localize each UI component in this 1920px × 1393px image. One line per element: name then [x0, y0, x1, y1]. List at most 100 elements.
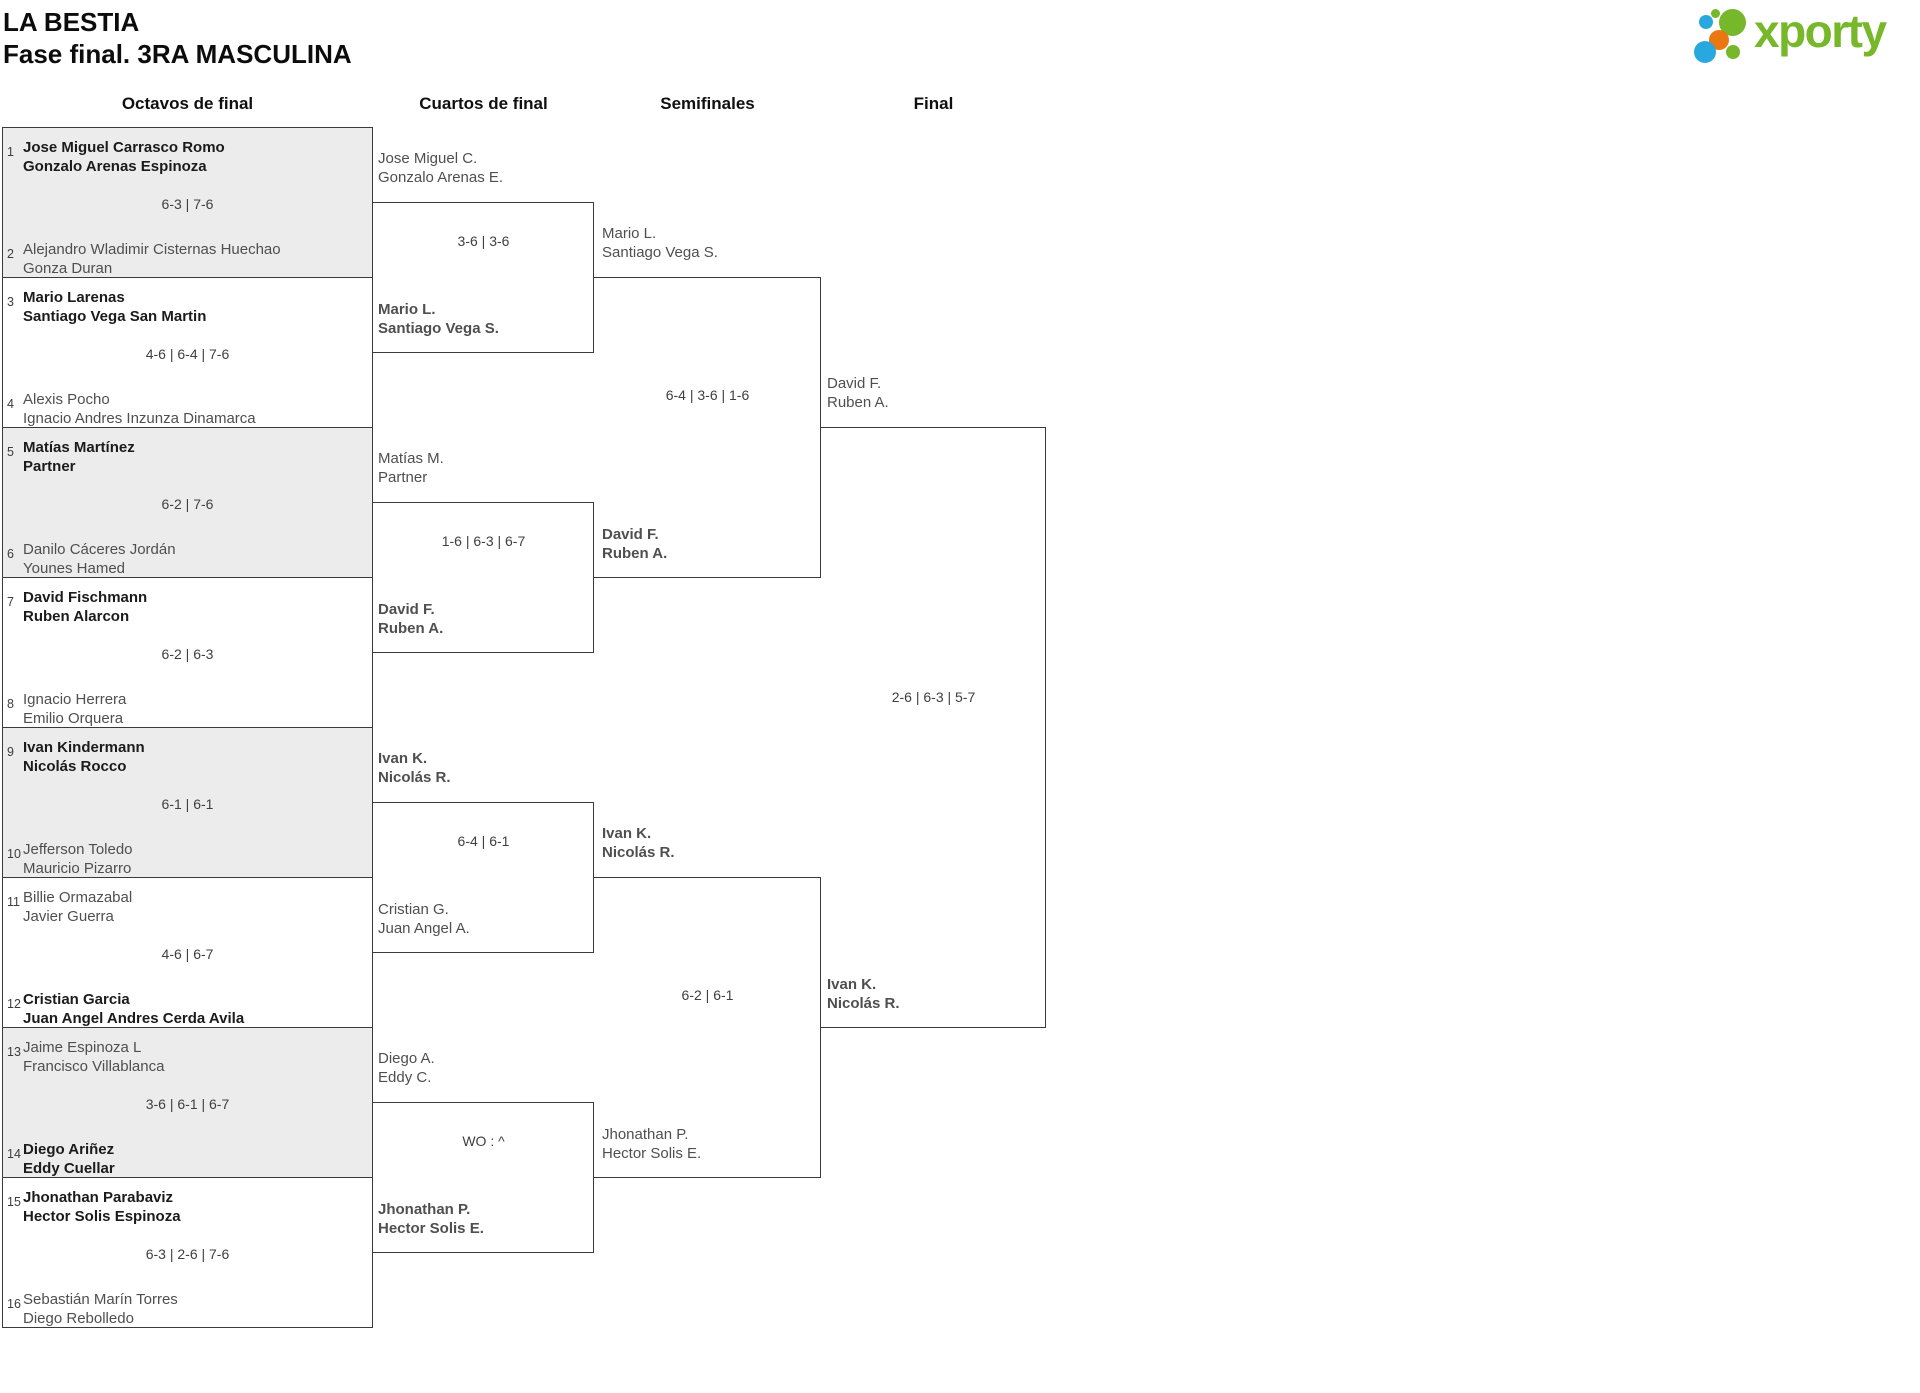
- team-pair: Ignacio Herrera Emilio Orquera: [23, 690, 366, 728]
- player-name: Hector Solis E.: [602, 1145, 702, 1162]
- final-match-box: [821, 427, 1046, 1028]
- team-pair: Diego A. Eddy C.: [378, 1049, 435, 1087]
- player-name: Nicolás R.: [827, 995, 900, 1012]
- seed-number: 13: [7, 1045, 21, 1059]
- player-name: Ivan K.: [378, 750, 428, 767]
- player-name: Jhonathan P.: [378, 1201, 471, 1218]
- player-name: Ignacio Herrera: [23, 691, 127, 708]
- team-pair: Danilo Cáceres Jordán Younes Hamed: [23, 540, 366, 578]
- xporty-logo[interactable]: xporty: [1686, 2, 1920, 70]
- match-score: 4-6 | 6-4 | 7-6: [145, 346, 230, 362]
- player-name: Eddy C.: [378, 1069, 432, 1086]
- team-pair: Sebastián Marín Torres Diego Rebolledo: [23, 1290, 366, 1328]
- player-name: Hector Solis E.: [378, 1220, 484, 1237]
- player-name: Ignacio Andres Inzunza Dinamarca: [23, 410, 256, 427]
- cuartos-match-1-box: [373, 202, 594, 353]
- player-name: Gonza Duran: [23, 260, 113, 277]
- player-name: Juan Angel A.: [378, 920, 470, 937]
- player-name: David F.: [378, 601, 435, 618]
- team-pair: Jose Miguel C. Gonzalo Arenas E.: [378, 149, 503, 187]
- player-name: Jose Miguel Carrasco Romo: [23, 139, 225, 156]
- team-pair: Cristian G. Juan Angel A.: [378, 900, 470, 938]
- match-score: 6-2 | 6-1: [681, 987, 734, 1003]
- player-name: Mario L.: [378, 301, 436, 318]
- round-header-semifinales: Semifinales: [660, 94, 755, 113]
- team-pair: Ivan Kindermann Nicolás Rocco: [23, 738, 366, 776]
- player-name: Nicolás R.: [378, 769, 451, 786]
- match-score: 3-6 | 6-1 | 6-7: [145, 1096, 230, 1112]
- round-header-final: Final: [913, 94, 954, 113]
- seed-number: 14: [7, 1147, 21, 1161]
- player-name: Santiago Vega S.: [602, 244, 718, 261]
- seed-number: 4: [7, 397, 14, 411]
- team-pair: Matías Martínez Partner: [23, 438, 366, 476]
- tournament-name: LA BESTIA: [3, 7, 140, 37]
- round-header-cuartos: Cuartos de final: [419, 94, 548, 113]
- team-pair: David F. Ruben A.: [378, 600, 443, 638]
- player-name: Juan Angel Andres Cerda Avila: [23, 1010, 245, 1027]
- team-pair: Jose Miguel Carrasco Romo Gonzalo Arenas…: [23, 138, 366, 176]
- team-pair: Alejandro Wladimir Cisternas Huechao Gon…: [23, 240, 366, 278]
- player-name: Ivan K.: [827, 976, 877, 993]
- match-score: 3-6 | 3-6: [457, 233, 510, 249]
- team-pair: David Fischmann Ruben Alarcon: [23, 588, 366, 626]
- team-pair: Mario L. Santiago Vega S.: [602, 224, 718, 262]
- player-name: Jose Miguel C.: [378, 150, 478, 167]
- octavos-match-4: 7 David Fischmann Ruben Alarcon 6-2 | 6-…: [2, 577, 373, 728]
- player-name: Younes Hamed: [23, 560, 126, 577]
- match-score: WO : ^: [462, 1133, 505, 1149]
- player-name: Nicolás R.: [602, 844, 675, 861]
- team-pair: Diego Ariñez Eddy Cuellar: [23, 1140, 366, 1178]
- player-name: Nicolás Rocco: [23, 758, 127, 775]
- seed-number: 16: [7, 1297, 21, 1311]
- player-name: David F.: [827, 375, 882, 392]
- semifinal-match-2-box: [594, 877, 821, 1178]
- player-name: Santiago Vega San Martin: [23, 308, 207, 325]
- team-pair: Matías M. Partner: [378, 449, 444, 487]
- seed-number: 9: [7, 745, 14, 759]
- player-name: Ruben A.: [827, 394, 889, 411]
- logo-dot-icon: [1711, 9, 1720, 18]
- player-name: Jhonathan P.: [602, 1126, 689, 1143]
- cuartos-match-4-box: [373, 1102, 594, 1253]
- team-pair: Jhonathan P. Hector Solis E.: [602, 1125, 701, 1163]
- match-score: 1-6 | 6-3 | 6-7: [441, 533, 526, 549]
- match-score: 6-3 | 7-6: [161, 196, 214, 212]
- match-score: 2-6 | 6-3 | 5-7: [891, 689, 976, 705]
- page-title: LA BESTIA Fase final. 3RA MASCULINA: [3, 6, 352, 70]
- octavos-match-3: 5 Matías Martínez Partner 6-2 | 7-6 6 Da…: [2, 427, 373, 578]
- player-name: Cristian G.: [378, 901, 449, 918]
- player-name: Matías M.: [378, 450, 444, 467]
- octavos-match-1: 1 Jose Miguel Carrasco Romo Gonzalo Aren…: [2, 127, 373, 278]
- octavos-match-5: 9 Ivan Kindermann Nicolás Rocco 6-1 | 6-…: [2, 727, 373, 878]
- seed-number: 1: [7, 145, 14, 159]
- logo-dot-icon: [1726, 45, 1740, 59]
- player-name: Cristian Garcia: [23, 991, 130, 1008]
- team-pair: Jefferson Toledo Mauricio Pizarro: [23, 840, 366, 878]
- player-name: Matías Martínez: [23, 439, 135, 456]
- seed-number: 15: [7, 1195, 21, 1209]
- seed-number: 8: [7, 697, 14, 711]
- player-name: Gonzalo Arenas E.: [378, 169, 504, 186]
- player-name: Ivan K.: [602, 825, 652, 842]
- player-name: Ruben A.: [602, 545, 668, 562]
- team-pair: Cristian Garcia Juan Angel Andres Cerda …: [23, 990, 366, 1028]
- player-name: Francisco Villablanca: [23, 1058, 165, 1075]
- cuartos-match-3-box: [373, 802, 594, 953]
- cuartos-match-2-box: [373, 502, 594, 653]
- match-score: 6-3 | 2-6 | 7-6: [145, 1246, 230, 1262]
- octavos-match-2: 3 Mario Larenas Santiago Vega San Martin…: [2, 277, 373, 428]
- player-name: Mario L.: [602, 225, 657, 242]
- octavos-match-6: 11 Billie Ormazabal Javier Guerra 4-6 | …: [2, 877, 373, 1028]
- seed-number: 11: [7, 895, 20, 909]
- seed-number: 7: [7, 595, 14, 609]
- seed-number: 5: [7, 445, 14, 459]
- seed-number: 10: [7, 847, 21, 861]
- player-name: Javier Guerra: [23, 908, 114, 925]
- team-pair: Jhonathan Parabaviz Hector Solis Espinoz…: [23, 1188, 366, 1226]
- match-score: 6-4 | 3-6 | 1-6: [665, 387, 750, 403]
- player-name: Partner: [378, 469, 428, 486]
- player-name: Ruben A.: [378, 620, 444, 637]
- player-name: Eddy Cuellar: [23, 1160, 115, 1177]
- player-name: Jhonathan Parabaviz: [23, 1189, 174, 1206]
